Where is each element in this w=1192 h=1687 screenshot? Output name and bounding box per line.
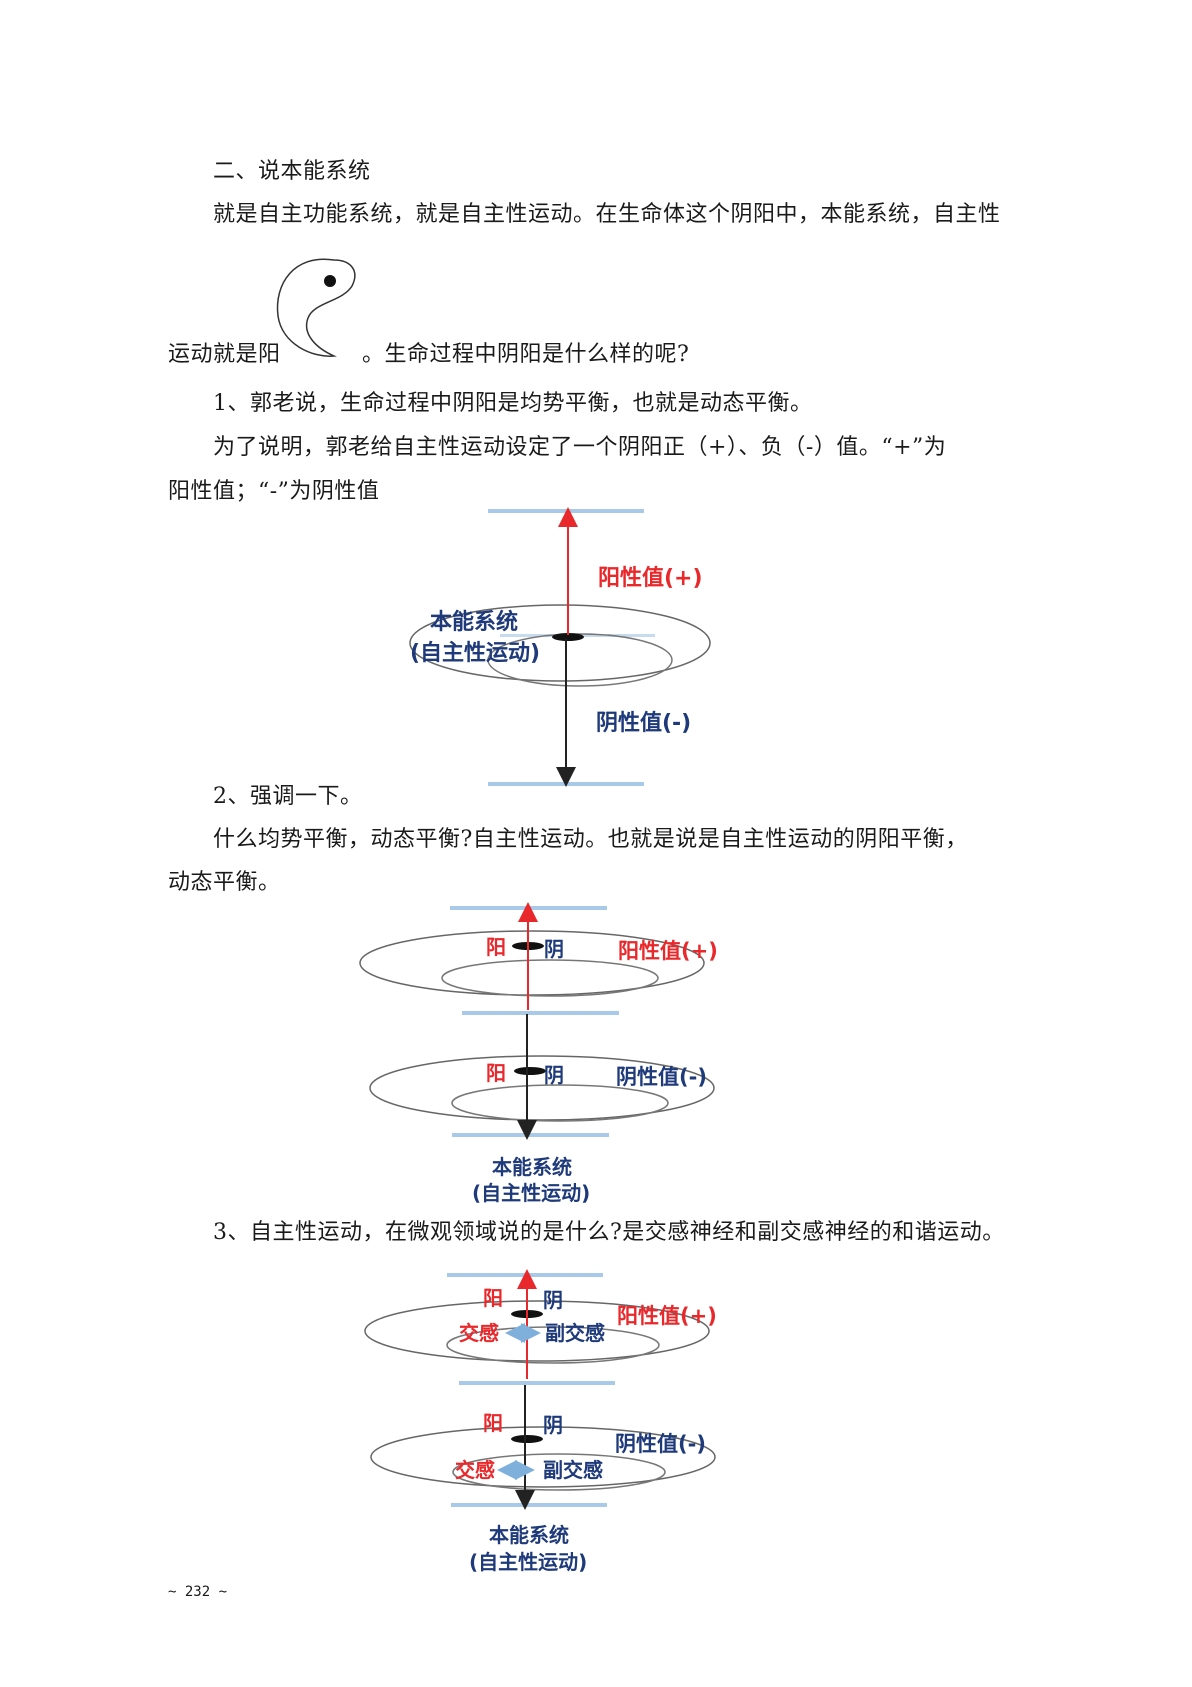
- parasympathetic-label: 副交感: [543, 1458, 603, 1482]
- sympathetic-label: 交感: [455, 1458, 495, 1482]
- top-bar: [450, 906, 607, 910]
- yang-label: 阳: [483, 1411, 503, 1435]
- figure-sympathetic-parasympathetic: 阳 阴 阳性值(+) 交感 副交感 阳 阴 阴性值(-) 交感 副交感 本能系统…: [364, 1269, 717, 1574]
- figure-yin-yang-values: 阳性值(+) 本能系统 (自主性运动) 阴性值(-): [409, 507, 711, 787]
- bottom-bar: [451, 1503, 607, 1507]
- paragraph-line: 什么均势平衡，动态平衡?自主性运动。也就是说是自主性运动的阴阳平衡，: [213, 827, 968, 852]
- yang-symbol-image: [276, 258, 356, 357]
- paragraph-line: 阳性值；“-”为阴性值: [168, 479, 380, 504]
- paragraph-line: 动态平衡。: [168, 870, 281, 895]
- top-bar: [447, 1273, 603, 1277]
- system-label: 本能系统: [489, 1523, 569, 1547]
- system-label: 本能系统: [492, 1155, 572, 1179]
- yang-value-label: 阳性值(+): [617, 1304, 717, 1328]
- yin-value-label: 阴性值(-): [615, 1432, 706, 1456]
- top-bar: [488, 509, 644, 513]
- paragraph-line: 。生命过程中阴阳是什么样的呢?: [362, 342, 690, 367]
- point-3: 3、自主性运动，在微观领域说的是什么?是交感神经和副交感神经的和谐运动。: [213, 1220, 1005, 1245]
- yin-value-label: 阴性值(-): [596, 710, 691, 736]
- parasympathetic-label: 副交感: [545, 1321, 605, 1345]
- middle-bar: [462, 1011, 619, 1015]
- point-2: 2、强调一下。: [213, 784, 363, 809]
- yang-value-label: 阳性值(+): [618, 939, 718, 963]
- yin-label: 阴: [543, 1413, 563, 1437]
- figure-dynamic-balance: 阳 阴 阳性值(+) 阳 阴 阴性值(-) 本能系统 (自主性运动): [359, 902, 718, 1205]
- yang-label: 阳: [486, 1061, 506, 1085]
- point-1: 1、郭老说，生命过程中阴阳是均势平衡，也就是动态平衡。: [213, 391, 813, 416]
- paragraph-line: 就是自主功能系统，就是自主性运动。在生命体这个阴阳中，本能系统，自主性: [213, 202, 1001, 227]
- yin-value-label: 阴性值(-): [616, 1065, 707, 1089]
- sympathetic-label: 交感: [459, 1321, 499, 1345]
- yang-label: 阳: [483, 1286, 503, 1310]
- paragraph-line: 为了说明，郭老给自主性运动设定了一个阴阳正（+）、负（-）值。“+”为: [213, 435, 947, 460]
- yin-label: 阴: [543, 1288, 563, 1312]
- system-sub-label: (自主性运动): [472, 1181, 590, 1205]
- middle-bar: [459, 1381, 615, 1385]
- paragraph-line: 运动就是阳: [168, 342, 281, 367]
- section-title: 二、说本能系统: [213, 159, 371, 184]
- bottom-bar: [452, 1133, 609, 1137]
- system-sub-label: (自主性运动): [410, 640, 540, 666]
- bottom-bar: [488, 782, 644, 786]
- yin-label: 阴: [544, 1063, 564, 1087]
- yang-value-label: 阳性值(+): [598, 565, 703, 591]
- yang-label: 阳: [486, 935, 506, 959]
- system-sub-label: (自主性运动): [469, 1550, 587, 1574]
- page-number: ~ 232 ~: [168, 1584, 228, 1600]
- yin-label: 阴: [544, 937, 564, 961]
- system-label: 本能系统: [430, 609, 518, 635]
